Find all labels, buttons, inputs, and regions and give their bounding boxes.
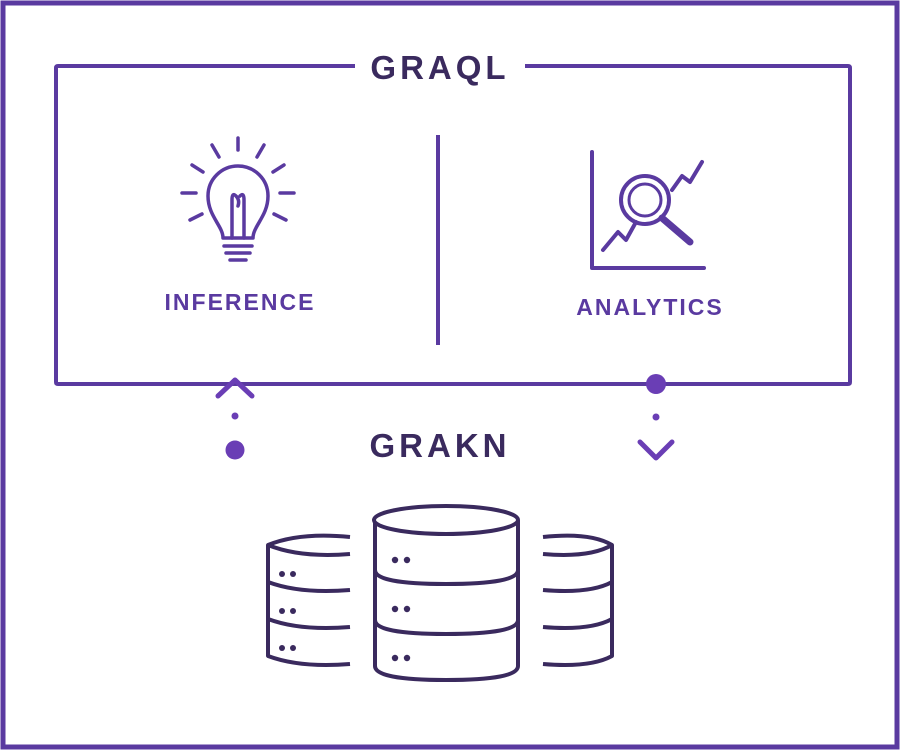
inference-label: INFERENCE — [164, 289, 316, 315]
database-icon — [266, 504, 614, 682]
lightbulb-icon — [180, 136, 296, 262]
analytics-label: ANALYTICS — [576, 294, 724, 320]
database-center-stack — [372, 504, 520, 682]
chevron-down-icon — [637, 439, 675, 461]
down-connector — [637, 374, 675, 461]
database-dots — [279, 556, 411, 662]
database-left-stack — [266, 533, 351, 667]
database-right-stack — [542, 533, 614, 667]
up-connector — [215, 377, 255, 460]
grakn-title: GRAKN — [369, 427, 511, 464]
graql-title: GRAQL — [355, 46, 525, 90]
chevron-up-icon — [215, 377, 255, 399]
graql-box — [54, 64, 852, 386]
analytics-chart-icon — [590, 150, 706, 270]
